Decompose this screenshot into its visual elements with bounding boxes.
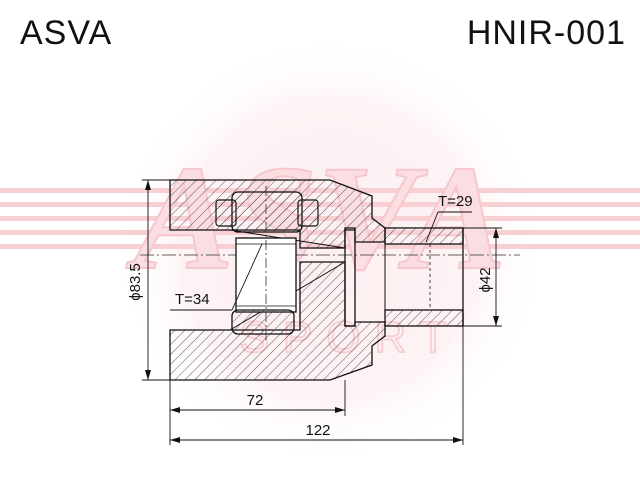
brand-label: ASVA [20,14,113,52]
dim-shaft-diameter-label: ϕ42 [477,267,494,292]
tripod-roller [215,186,319,340]
watermark-logo: ASVA SPORT [0,35,640,465]
stub-shaft [384,227,464,327]
callout-outer-teeth: T=29 [425,193,473,243]
dim-outer-diameter-label: ϕ83.5 [127,263,144,301]
part-number-label: HNIR-001 [466,14,626,52]
dim-body-length-label: 72 [247,392,264,409]
dim-total-length-label: 122 [305,422,330,439]
dim-total-length: 122 [170,326,464,445]
dim-shaft-diameter: ϕ42 [463,227,502,327]
callout-inner-teeth: T=34 [170,243,263,311]
callout-outer-teeth-label: T=29 [438,193,473,210]
callout-inner-teeth-label: T=34 [175,291,210,308]
dim-outer-diameter: ϕ83.5 [127,179,170,381]
dim-body-length: 72 [169,380,346,445]
